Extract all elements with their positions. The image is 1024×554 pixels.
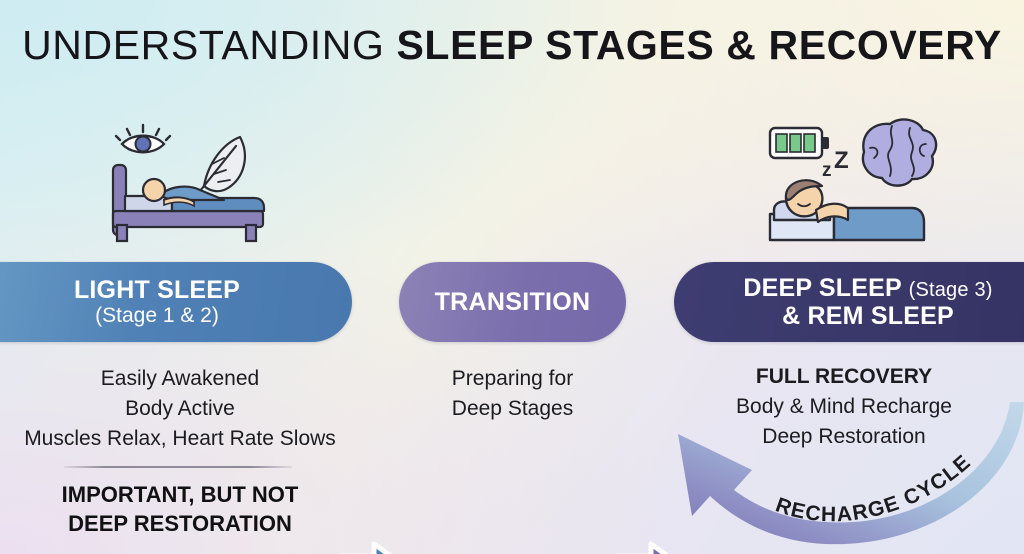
details-transition: Preparing for Deep Stages	[390, 364, 635, 424]
emphasis-line-2: DEEP RESTORATION	[68, 511, 292, 537]
arrow-transition-to-deep	[615, 534, 683, 554]
section-divider	[64, 466, 292, 468]
svg-text:Z: Z	[834, 147, 849, 174]
detail-heading: FULL RECOVERY	[755, 365, 933, 388]
recharge-cycle-arrow: RECHARGE CYCLE	[648, 400, 1024, 554]
details-deep-rem-sleep: FULL RECOVERY Body & Mind Recharge Deep …	[648, 362, 1024, 451]
zzz-icon: z Z	[822, 147, 849, 181]
stage-label-transition: TRANSITION	[434, 288, 591, 316]
arrow-light-to-transition	[338, 534, 406, 554]
stage-sublabel-deep-sleep: (Stage 3)	[908, 279, 993, 301]
stage-sublabel-light-sleep: (Stage 1 & 2)	[95, 304, 219, 328]
title-light-part: UNDERSTANDING	[22, 22, 397, 68]
detail-line: Deep Restoration	[762, 424, 926, 448]
stage-pill-deep-rem-sleep[interactable]: DEEP SLEEP (Stage 3) & REM SLEEP	[674, 262, 1024, 342]
stage-pill-transition[interactable]: TRANSITION	[399, 262, 626, 342]
stage-band: LIGHT SLEEP (Stage 1 & 2) TRANSITION DEE…	[0, 262, 1024, 554]
bed-icon	[111, 163, 266, 243]
page-title: UNDERSTANDING SLEEP STAGES & RECOVERY	[0, 22, 1024, 69]
emphasis-light-sleep: IMPORTANT, BUT NOT DEEP RESTORATION	[0, 480, 360, 538]
detail-line: Easily Awakened	[100, 367, 260, 390]
stage-label-light-sleep: LIGHT SLEEP	[73, 276, 241, 305]
details-light-sleep: Easily Awakened Body Active Muscles Rela…	[0, 364, 360, 453]
stage-label-deep-sleep: DEEP SLEEP (Stage 3)	[743, 274, 992, 302]
bed-icon	[768, 179, 926, 242]
feather-icon	[194, 135, 246, 198]
svg-text:z: z	[822, 160, 832, 181]
detail-line: Deep Stages	[451, 396, 574, 420]
stage-label-deep-sleep-main: DEEP SLEEP	[743, 274, 902, 302]
title-bold-part: SLEEP STAGES & RECOVERY	[396, 22, 1002, 68]
stage-label-rem-sleep: & REM SLEEP	[782, 302, 954, 330]
person-deep-asleep-in-bed-illustration: z Z	[760, 110, 950, 252]
detail-line: Body & Mind Recharge	[736, 394, 952, 418]
stage-pill-light-sleep[interactable]: LIGHT SLEEP (Stage 1 & 2)	[0, 262, 352, 342]
open-eye-icon	[114, 123, 172, 154]
detail-line: Muscles Relax, Heart Rate Slows	[24, 426, 336, 450]
detail-line: Body Active	[125, 396, 235, 420]
brain-icon	[861, 118, 938, 187]
person-awake-in-bed-illustration	[104, 112, 296, 252]
battery-full-icon	[768, 126, 829, 160]
emphasis-line-1: IMPORTANT, BUT NOT	[61, 482, 299, 507]
detail-line: Preparing for	[451, 367, 574, 390]
